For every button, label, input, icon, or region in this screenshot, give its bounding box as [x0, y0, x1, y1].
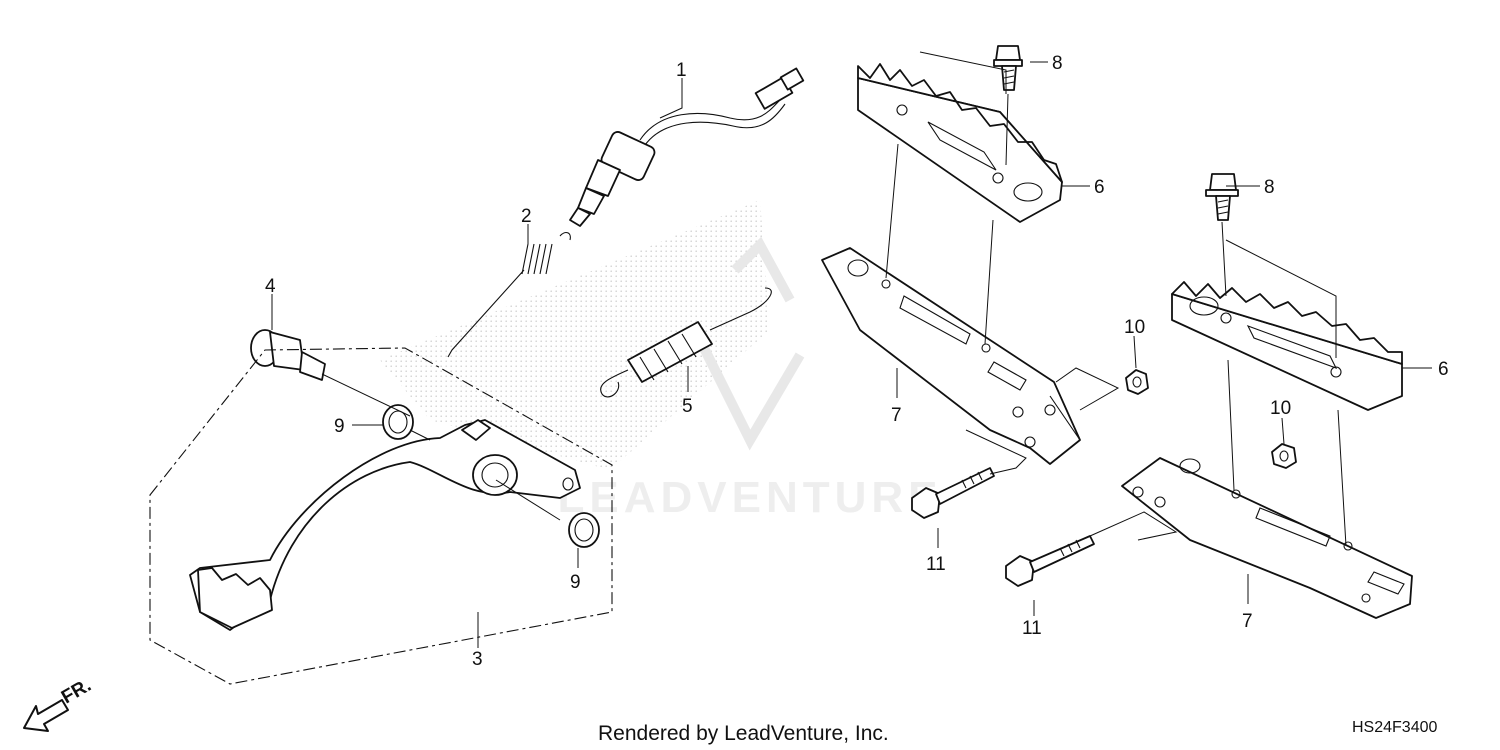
callout-1: 1: [676, 60, 687, 81]
callout-5: 5: [682, 396, 693, 417]
callout-8-bottom: 8: [1264, 177, 1275, 198]
footpeg-bracket-part: [1121, 457, 1413, 619]
footpeg-plate-part: [1171, 281, 1403, 411]
leader-lines: [271, 51, 1432, 648]
flange-bolt-part: [1205, 173, 1239, 221]
spring-rod-part: [447, 231, 571, 358]
callout-3: 3: [472, 649, 483, 670]
callout-2: 2: [521, 206, 532, 227]
callout-7-top: 7: [891, 405, 902, 426]
long-bolt-part: [911, 467, 995, 519]
long-bolt-part: [1005, 535, 1095, 587]
callout-7-bottom: 7: [1242, 611, 1253, 632]
callout-10-top: 10: [1124, 317, 1145, 338]
callout-8-top: 8: [1052, 53, 1063, 74]
callout-4: 4: [265, 276, 276, 297]
footpeg-bracket-part: [821, 247, 1081, 465]
brake-pedal-part: [149, 347, 613, 685]
callout-6-bottom: 6: [1438, 359, 1449, 380]
brake-switch-part: [569, 67, 805, 227]
footpeg-plate-part: [857, 63, 1063, 223]
callout-9-upper: 9: [334, 416, 345, 437]
callout-9-lower: 9: [570, 572, 581, 593]
washer-part: [568, 512, 600, 548]
callout-11-bottom: 11: [1022, 618, 1042, 639]
pivot-bolt-part: [250, 329, 326, 381]
return-spring-part: [600, 287, 772, 398]
callout-labels: 1 2 3 4 5 6 6 7 7 8 8 9 9 10 10 11 11: [265, 53, 1449, 670]
watermark: LEADVENTURE: [380, 200, 942, 522]
callout-10-bottom: 10: [1270, 398, 1291, 419]
flange-nut-part: [1125, 369, 1149, 395]
rendered-by-text: Rendered by LeadVenture, Inc.: [598, 722, 889, 745]
callout-11-top: 11: [926, 554, 946, 575]
diagram-code: HS24F3400: [1352, 719, 1437, 736]
watermark-text: LEADVENTURE: [557, 473, 942, 522]
flange-nut-part: [1271, 443, 1297, 469]
front-direction-arrow-icon: FR.: [23, 675, 95, 732]
callout-6-top: 6: [1094, 177, 1105, 198]
